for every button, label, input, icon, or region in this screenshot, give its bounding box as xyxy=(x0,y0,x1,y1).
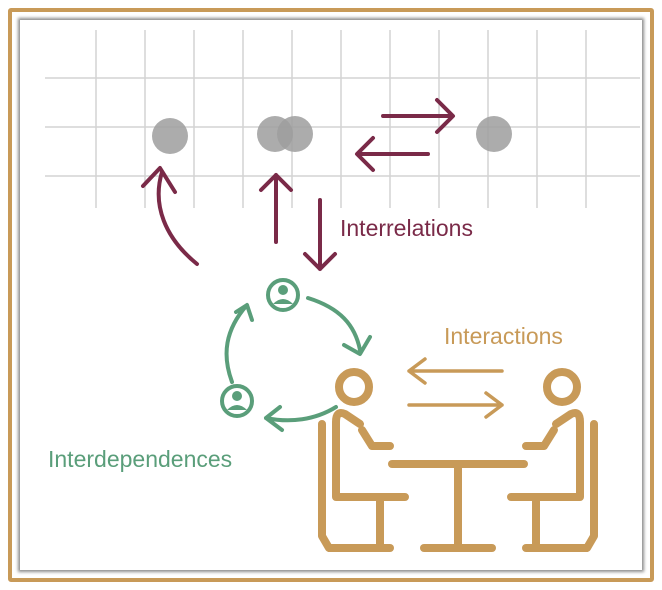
cycle-arrow-left xyxy=(264,405,338,432)
grid xyxy=(45,30,640,208)
table xyxy=(388,460,528,552)
interactions-label: Interactions xyxy=(444,323,563,349)
interactions-arrows xyxy=(407,357,504,419)
arrow-right xyxy=(381,98,455,134)
node xyxy=(476,116,512,152)
person-icon xyxy=(266,278,300,312)
node xyxy=(277,116,313,152)
left-person xyxy=(318,368,409,552)
arrow-up xyxy=(259,173,293,244)
right-person xyxy=(507,368,598,552)
arrow-right xyxy=(407,391,504,419)
cycle-arrow-right xyxy=(306,296,372,356)
diagram-panel xyxy=(20,20,642,570)
arrow-down xyxy=(303,198,337,271)
node xyxy=(152,118,188,154)
interrelations-arrows xyxy=(141,98,455,271)
frame-corner-gap xyxy=(0,0,110,8)
table-with-two-people-icon xyxy=(318,368,598,552)
interrelations-label: Interrelations xyxy=(340,215,473,241)
interdependences-cycle xyxy=(224,296,372,432)
network-nodes xyxy=(152,116,512,154)
interdependences-label: Interdependences xyxy=(48,446,233,472)
arrow-left xyxy=(355,136,430,172)
cycle-arrow-up xyxy=(224,303,254,384)
arrow-left xyxy=(407,357,504,385)
curved-arrow-up xyxy=(141,166,199,266)
person-icon xyxy=(220,384,254,418)
